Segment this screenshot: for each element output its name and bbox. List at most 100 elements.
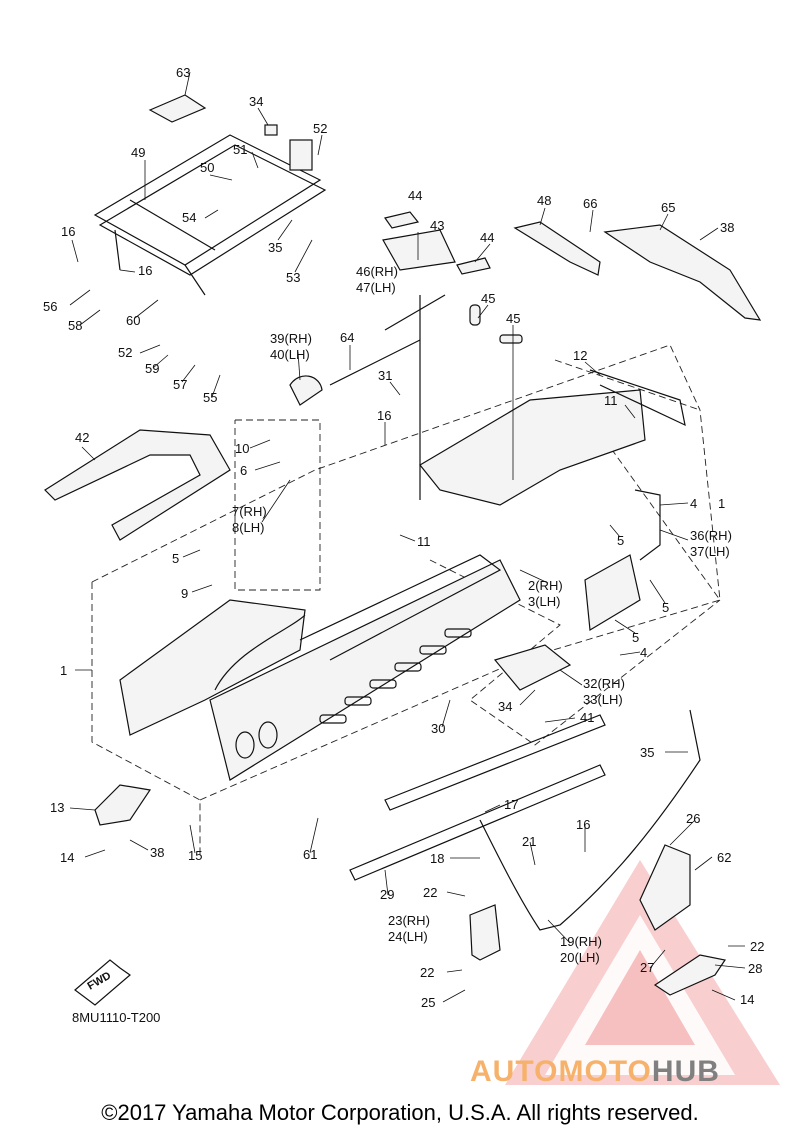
label-57: 57 <box>173 377 187 392</box>
label-15: 15 <box>188 848 202 863</box>
label-34b: 34 <box>498 699 512 714</box>
label-35b: 35 <box>640 745 654 760</box>
label-2: 2(RH) <box>528 578 563 593</box>
label-7: 7(RH) <box>232 504 267 519</box>
label-56: 56 <box>43 299 57 314</box>
label-34a: 34 <box>249 94 263 109</box>
label-25: 25 <box>421 995 435 1010</box>
label-20: 20(LH) <box>560 950 600 965</box>
rear-rack <box>93 134 327 296</box>
label-22a: 22 <box>423 885 437 900</box>
label-42: 42 <box>75 430 89 445</box>
label-35a: 35 <box>268 240 282 255</box>
label-59: 59 <box>145 361 159 376</box>
label-66: 66 <box>583 196 597 211</box>
slide-rails <box>349 714 606 881</box>
fwd-arrow: FWD <box>74 959 131 1006</box>
rear-bumper <box>479 709 701 931</box>
watermark-text: AUTOMOTOHUB <box>470 1055 720 1089</box>
label-58: 58 <box>68 318 82 333</box>
label-14a: 14 <box>60 850 74 865</box>
label-31: 31 <box>378 368 392 383</box>
label-4a: 4 <box>690 496 697 511</box>
label-52b: 52 <box>118 345 132 360</box>
label-3: 3(LH) <box>528 594 561 609</box>
label-47: 47(LH) <box>356 280 396 295</box>
grip-plates <box>382 211 523 344</box>
label-40: 40(LH) <box>270 347 310 362</box>
label-60: 60 <box>126 313 140 328</box>
label-36: 36(RH) <box>690 528 732 543</box>
side-bracket <box>584 554 641 632</box>
label-4b: 4 <box>640 645 647 660</box>
label-39: 39(RH) <box>270 331 312 346</box>
label-9: 9 <box>181 586 188 601</box>
label-16b: 16 <box>138 263 152 278</box>
watermark-text-secondary: HUB <box>651 1055 720 1088</box>
label-30: 30 <box>431 721 445 736</box>
running-board-slots <box>319 628 472 724</box>
label-65: 65 <box>661 200 675 215</box>
label-52a: 52 <box>313 121 327 136</box>
rack-bracket <box>264 124 313 171</box>
label-37: 37(LH) <box>690 544 730 559</box>
snow-flap <box>513 221 601 276</box>
label-41: 41 <box>580 710 594 725</box>
label-8: 8(LH) <box>232 520 265 535</box>
label-5a: 5 <box>172 551 179 566</box>
label-38b: 38 <box>150 845 164 860</box>
rods <box>329 294 446 500</box>
label-23: 23(RH) <box>388 913 430 928</box>
label-16d: 16 <box>576 817 590 832</box>
label-17: 17 <box>504 797 518 812</box>
label-5c: 5 <box>662 600 669 615</box>
rack-cap <box>148 94 207 123</box>
label-27: 27 <box>640 960 654 975</box>
label-6: 6 <box>240 463 247 478</box>
part-labels: 63 34 52 49 50 51 54 35 53 16 16 56 58 6… <box>43 65 764 1010</box>
label-38a: 38 <box>720 220 734 235</box>
label-14b: 14 <box>740 992 754 1007</box>
label-63: 63 <box>176 65 190 80</box>
label-1b: 1 <box>60 663 67 678</box>
label-28: 28 <box>748 961 762 976</box>
watermark-text-primary: AUTOMOTO <box>470 1055 652 1088</box>
label-50: 50 <box>200 160 214 175</box>
label-26: 26 <box>686 811 700 826</box>
label-44b: 44 <box>480 230 494 245</box>
label-53: 53 <box>286 270 300 285</box>
label-16a: 16 <box>61 224 75 239</box>
rear-guard <box>603 224 762 321</box>
label-61: 61 <box>303 847 317 862</box>
label-29: 29 <box>380 887 394 902</box>
label-11a: 11 <box>604 393 618 408</box>
label-32: 32(RH) <box>583 676 625 691</box>
label-13: 13 <box>50 800 64 815</box>
label-18: 18 <box>430 851 444 866</box>
label-5b: 5 <box>617 533 624 548</box>
label-49: 49 <box>131 145 145 160</box>
label-44a: 44 <box>408 188 422 203</box>
watermark-triangle <box>505 860 780 1085</box>
assembly-outline-main <box>91 344 721 855</box>
diagram-code: 8MU1110-T200 <box>72 1010 161 1025</box>
reinforcement-bracket <box>589 369 686 561</box>
label-16c: 16 <box>377 408 391 423</box>
label-24: 24(LH) <box>388 929 428 944</box>
label-43: 43 <box>430 218 444 233</box>
label-62: 62 <box>717 850 731 865</box>
label-19: 19(RH) <box>560 934 602 949</box>
copyright-notice: ©2017 Yamaha Motor Corporation, U.S.A. A… <box>101 1100 699 1125</box>
label-51: 51 <box>233 142 247 157</box>
label-12: 12 <box>573 348 587 363</box>
label-22b: 22 <box>750 939 764 954</box>
leader-lines <box>69 71 746 1003</box>
chassis-tunnel <box>119 389 646 781</box>
label-45a: 45 <box>481 291 495 306</box>
step-plate <box>639 844 691 931</box>
label-48: 48 <box>537 193 551 208</box>
fender <box>289 375 323 406</box>
label-54: 54 <box>182 210 196 225</box>
label-21: 21 <box>522 834 536 849</box>
